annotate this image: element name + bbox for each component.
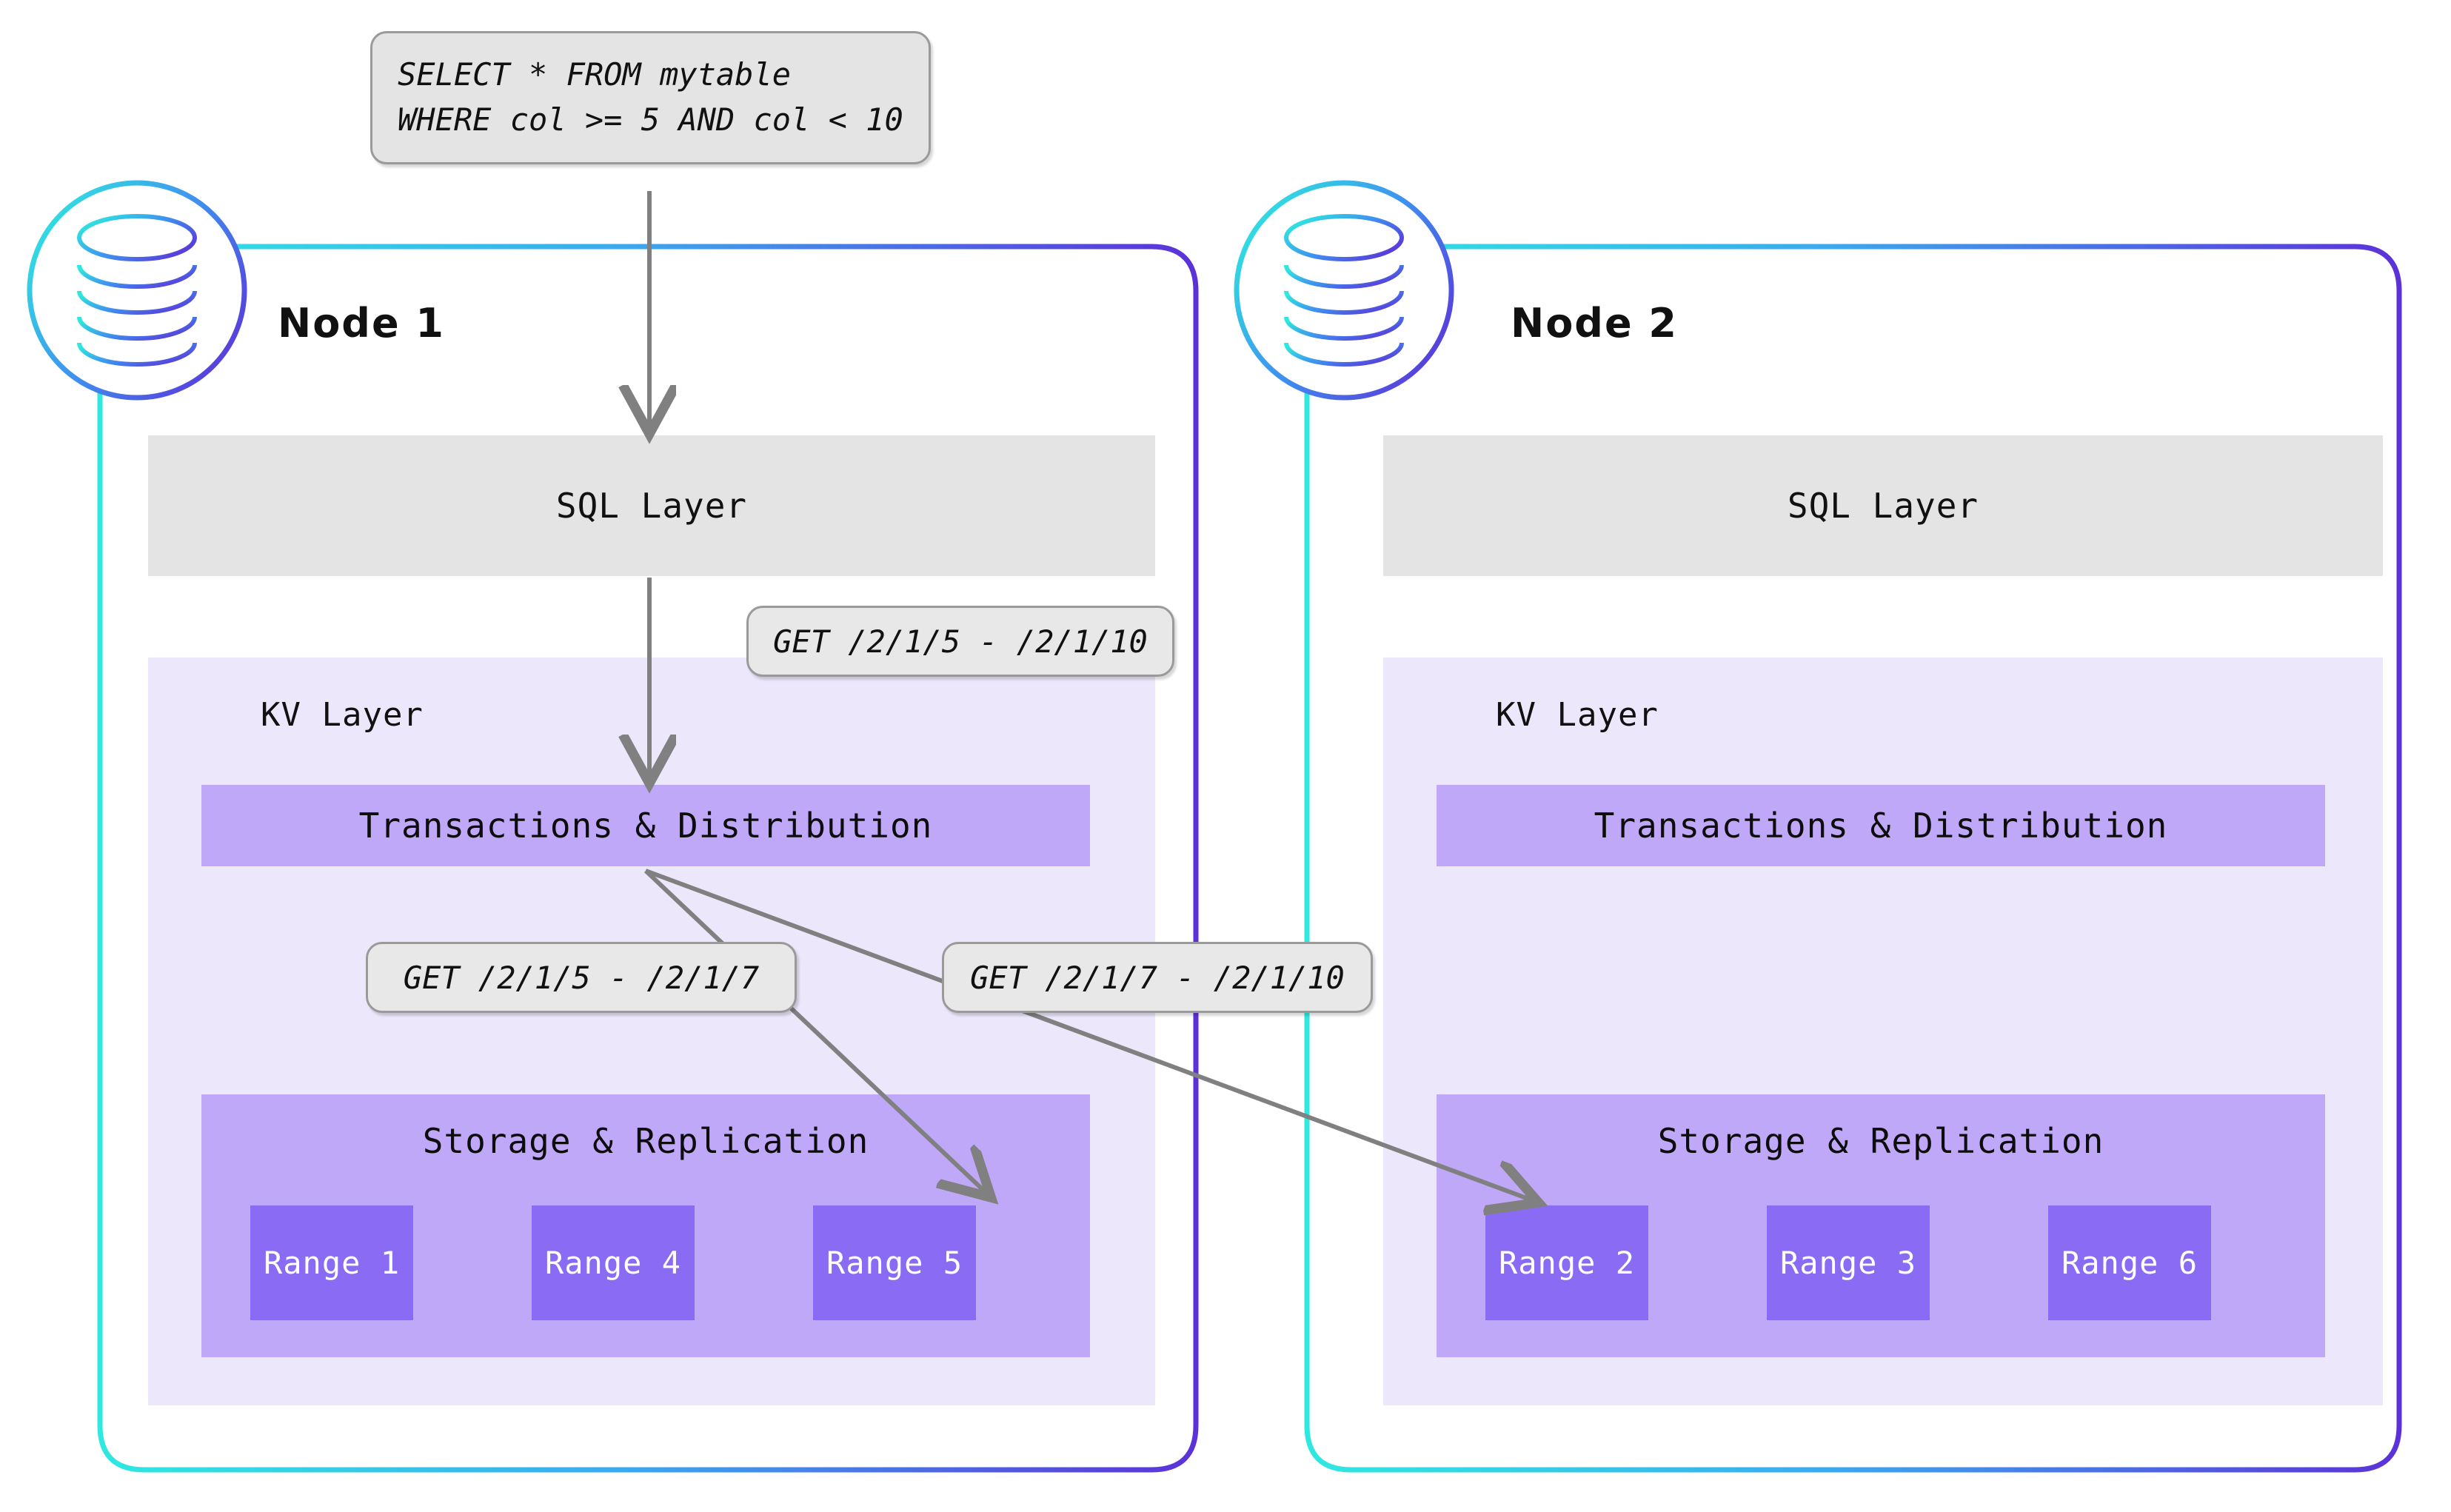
node-1-sql-layer: SQL Layer [148, 435, 1155, 576]
node-1-range-box-5[interactable]: Range 5 [813, 1205, 976, 1320]
sql-query-box: SELECT * FROM mytable WHERE col >= 5 AND… [370, 31, 931, 164]
sql-query-line-1: SELECT * FROM mytable [398, 56, 792, 93]
database-cylinder-icon [1284, 214, 1404, 367]
node-1-transactions-bar: Transactions & Distribution [201, 785, 1090, 866]
node-2-range-box-2[interactable]: Range 2 [1485, 1205, 1648, 1320]
node-1-range-box-1[interactable]: Range 1 [250, 1205, 413, 1320]
node-1-badge-circle [27, 180, 247, 401]
node-2-badge-circle [1234, 180, 1454, 401]
database-cylinder-icon [77, 214, 197, 367]
node-2-sql-layer: SQL Layer [1383, 435, 2383, 576]
node-2-kv-layer-label: KV Layer [1496, 696, 1659, 734]
kv-request-label: GET /2/1/5 - /2/1/10 [746, 606, 1174, 677]
node-2-range-box-6[interactable]: Range 6 [2048, 1205, 2211, 1320]
node-2-storage-label: Storage & Replication [1657, 1121, 2104, 1161]
node-2-range-box-3[interactable]: Range 3 [1767, 1205, 1930, 1320]
node-1-kv-layer-label: KV Layer [261, 696, 424, 734]
node-2-transactions-bar: Transactions & Distribution [1437, 785, 2325, 866]
node-1-storage-label: Storage & Replication [422, 1121, 869, 1161]
range-remote-request-label: GET /2/1/7 - /2/1/10 [942, 942, 1373, 1013]
node-1-title: Node 1 [278, 300, 445, 347]
sql-query-line-2: WHERE col >= 5 AND col < 10 [398, 101, 903, 138]
range-local-request-label: GET /2/1/5 - /2/1/7 [366, 942, 797, 1013]
node-1-range-box-4[interactable]: Range 4 [532, 1205, 695, 1320]
node-2-title: Node 2 [1511, 300, 1678, 347]
